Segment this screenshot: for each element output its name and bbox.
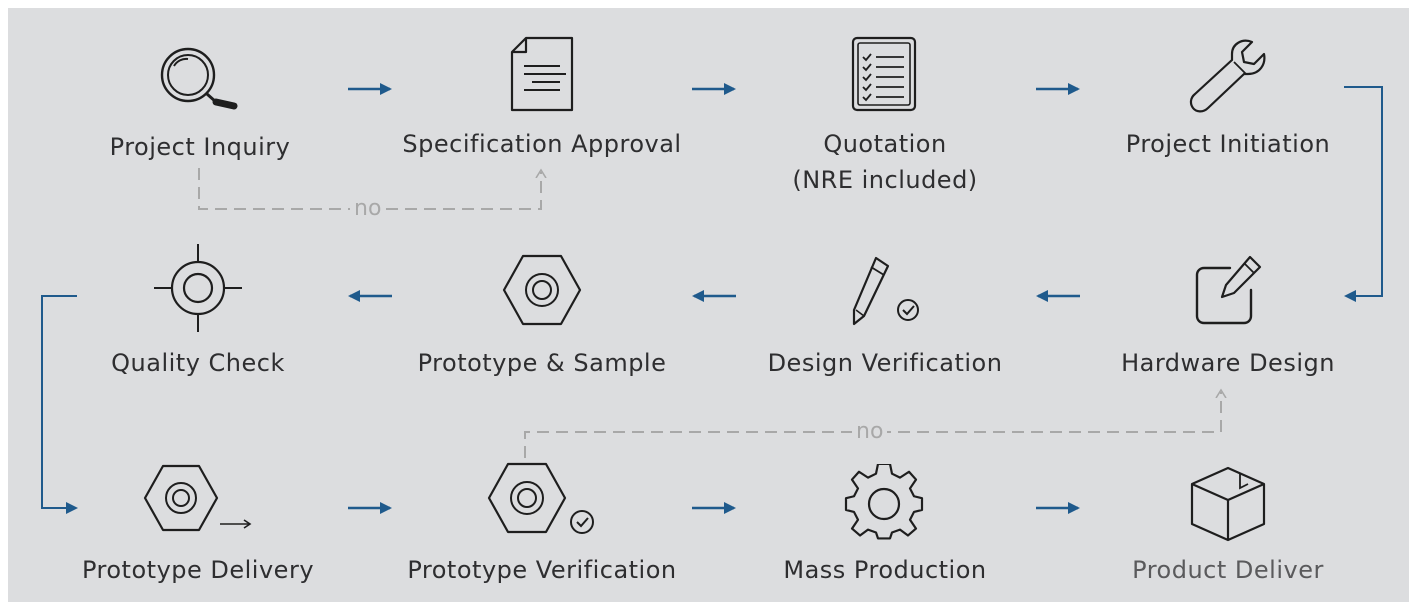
step-label: Prototype Delivery — [81, 556, 315, 584]
gear-icon — [844, 464, 924, 540]
document-icon — [510, 36, 574, 112]
magnifier-icon — [160, 47, 238, 110]
step-label: Hardware Design — [1121, 349, 1335, 377]
step-label-secondary: (NRE included) — [792, 166, 978, 194]
feedback-line-no — [524, 392, 1221, 458]
step-label: Specification Approval — [402, 130, 682, 158]
step-label: Prototype & Sample — [417, 349, 667, 377]
step-label: Prototype Verification — [407, 556, 677, 584]
step-label: Design Verification — [767, 349, 1003, 377]
feedback-label-no: no — [350, 197, 386, 221]
edit-box-icon — [1195, 255, 1262, 325]
crosshair-icon — [154, 244, 242, 332]
step-label: Project Initiation — [1125, 130, 1331, 158]
flow-elbow-connector — [41, 295, 78, 514]
hex-nut-icon — [502, 254, 582, 326]
step-label: Project Inquiry — [109, 133, 291, 161]
hex-nut-arrow-icon — [143, 464, 252, 532]
hex-nut-check-icon — [487, 462, 594, 534]
flow-elbow-connector — [1344, 86, 1383, 302]
flow-diagram-background — [8, 8, 1409, 602]
pencil-check-icon — [852, 256, 919, 326]
step-label: Mass Production — [783, 556, 987, 584]
feedback-label-no: no — [852, 420, 888, 444]
box-icon — [1190, 466, 1266, 542]
step-label: Quality Check — [111, 349, 285, 377]
step-label: Quotation — [823, 130, 947, 158]
step-label: Product Deliver — [1132, 556, 1324, 584]
checklist-icon — [851, 36, 917, 112]
wrench-icon — [1189, 39, 1266, 113]
